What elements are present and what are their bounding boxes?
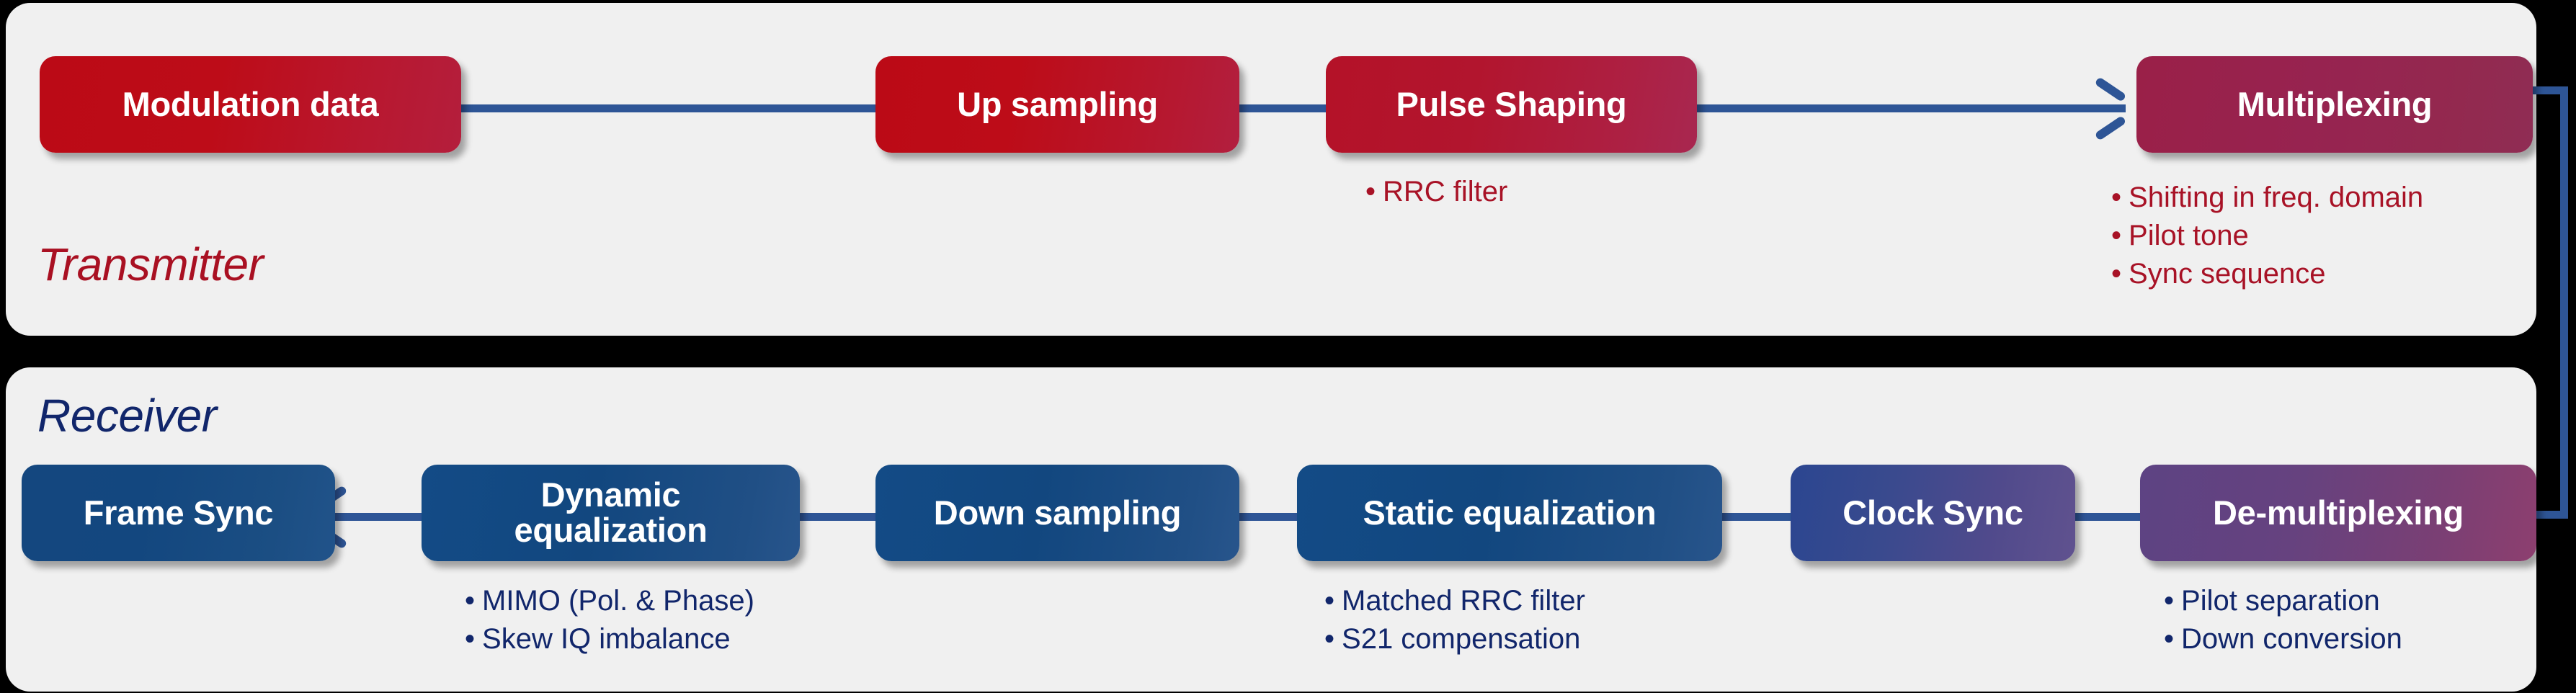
note-line: •RRC filter [1365, 176, 1508, 207]
note-line: •Skew IQ imbalance [465, 623, 731, 656]
note-line: •Pilot separation [2164, 585, 2380, 617]
note-line: •Pilot tone [2111, 220, 2249, 252]
connector-multiplexing-out-horizontal [2522, 86, 2568, 94]
notes-pulse-shaping: •RRC filter [1365, 173, 1507, 211]
block-multiplexing[interactable]: Multiplexing [2136, 56, 2533, 153]
block-static-equalization[interactable]: Static equalization [1297, 465, 1722, 561]
notes-static-equalization: •Matched RRC filter •S21 compensation [1324, 582, 1585, 658]
bullet-icon: • [2111, 182, 2122, 213]
block-label-line1: Dynamic [540, 475, 681, 514]
block-label: Frame Sync [83, 493, 274, 532]
connector-upsampling-to-pulseshaping [1218, 104, 1362, 112]
connector-demultiplexing-to-clocksync [2061, 513, 2154, 521]
connector-pulseshaping-to-multiplexing [1675, 104, 2126, 112]
bullet-icon: • [465, 585, 476, 617]
note-line: •Matched RRC filter [1324, 585, 1585, 617]
block-label: De-multiplexing [2212, 493, 2464, 532]
arrowhead-into-multiplexing [2088, 76, 2131, 141]
bullet-icon: • [2164, 585, 2175, 617]
block-label: Multiplexing [2237, 84, 2433, 123]
notes-de-multiplexing: •Pilot separation •Down conversion [2164, 582, 2402, 658]
bullet-icon: • [2164, 623, 2175, 656]
connector-modulation-to-upsampling [432, 104, 908, 112]
transmitter-section-label: Transmitter [37, 238, 264, 290]
bullet-icon: • [2111, 258, 2122, 290]
block-label: Up sampling [957, 84, 1158, 123]
block-pulse-shaping[interactable]: Pulse Shaping [1326, 56, 1697, 153]
bullet-icon: • [1324, 623, 1335, 656]
block-label: Clock Sync [1842, 493, 2023, 532]
note-line: •S21 compensation [1324, 623, 1581, 656]
note-line: •Down conversion [2164, 623, 2402, 656]
block-label: Dynamic equalization [514, 475, 708, 549]
connector-clocksync-to-staticeq [1708, 513, 1801, 521]
block-label: Modulation data [122, 84, 379, 123]
block-clock-sync[interactable]: Clock Sync [1791, 465, 2075, 561]
note-line: •MIMO (Pol. & Phase) [465, 585, 754, 617]
bullet-icon: • [1324, 585, 1335, 617]
connector-dynamiceq-to-framesync [331, 513, 429, 521]
connector-downsampling-to-dynamiceq [785, 513, 886, 521]
connector-wraparound-vertical [2560, 86, 2568, 519]
block-label: Static equalization [1363, 493, 1657, 532]
bullet-icon: • [1365, 176, 1376, 207]
block-label: Pulse Shaping [1396, 84, 1627, 123]
block-down-sampling[interactable]: Down sampling [875, 465, 1239, 561]
block-frame-sync[interactable]: Frame Sync [22, 465, 335, 561]
note-line: •Shifting in freq. domain [2111, 182, 2424, 213]
block-de-multiplexing[interactable]: De-multiplexing [2140, 465, 2536, 561]
connector-staticeq-to-downsampling [1225, 513, 1311, 521]
bullet-icon: • [465, 623, 476, 656]
notes-dynamic-equalization: •MIMO (Pol. & Phase) •Skew IQ imbalance [465, 582, 754, 658]
block-label-line2: equalization [514, 511, 708, 549]
notes-multiplexing: •Shifting in freq. domain •Pilot tone •S… [2111, 179, 2423, 294]
block-up-sampling[interactable]: Up sampling [875, 56, 1239, 153]
block-label: Down sampling [933, 493, 1182, 532]
bullet-icon: • [2111, 220, 2122, 252]
receiver-section-label: Receiver [37, 390, 217, 442]
block-modulation-data[interactable]: Modulation data [40, 56, 461, 153]
note-line: •Sync sequence [2111, 258, 2326, 290]
block-dynamic-equalization[interactable]: Dynamic equalization [422, 465, 800, 561]
